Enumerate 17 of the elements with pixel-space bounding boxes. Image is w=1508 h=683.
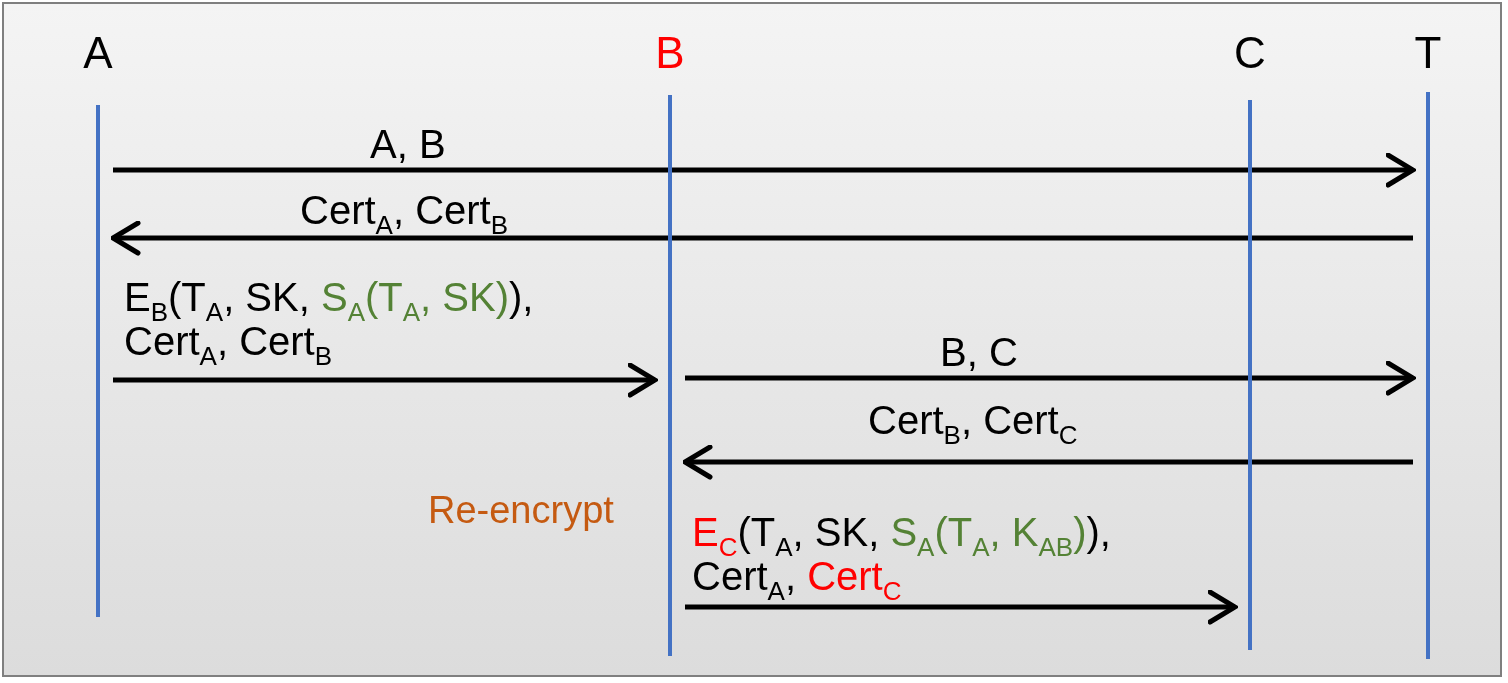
participant-label: C (1234, 28, 1266, 78)
edge-label: Cert$_{A}$, Cert$_{B}$ (300, 188, 509, 232)
edge-label: B, C (940, 330, 1018, 374)
participant-label: A (83, 28, 113, 78)
arrow (113, 152, 1416, 188)
arrow (110, 220, 1413, 256)
participant-label: B (655, 28, 685, 78)
edge-label: Cert$_{B}$, Cert$_{C}$ (868, 398, 1078, 442)
note-text: Re-encrypt (428, 488, 614, 532)
arrow (685, 360, 1416, 396)
arrow (685, 589, 1238, 625)
arrow (682, 444, 1413, 480)
edge-label: E$_{B}$(T$_{A}$, SK, S$_{A}$(T$_{A}$, SK)), Cert$_{A}$, Cert$_{B}$ (124, 275, 534, 363)
edge-label: A, B (370, 122, 446, 166)
participant-label: T (1414, 28, 1442, 78)
arrow (113, 362, 658, 398)
edge-label: E$_{C}$(T$_{A}$, SK, S$_{A}$(T$_{A}$, K$_{AB}$)), Cert$_{A}$, Cert$_{C}$ (692, 510, 1111, 598)
